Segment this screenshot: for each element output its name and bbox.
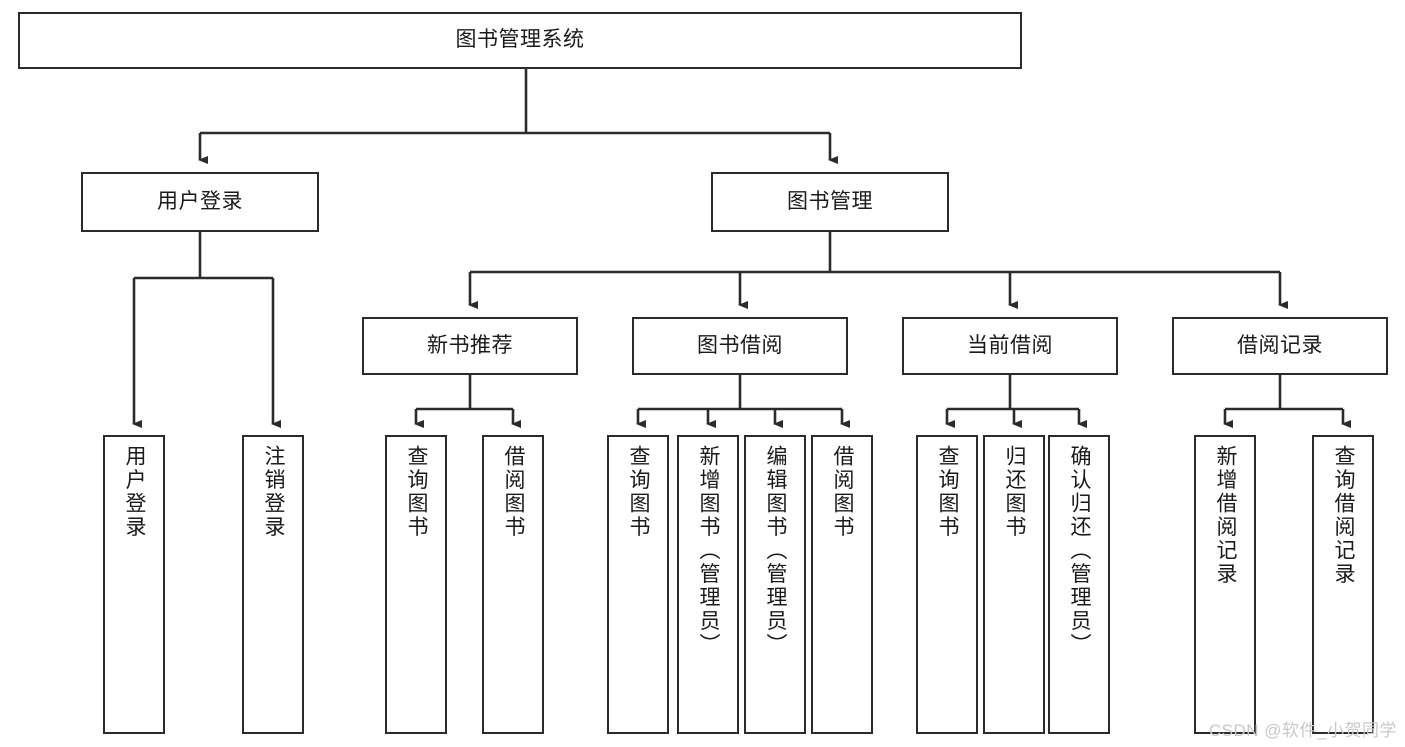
node-new-book-recommend-label: 新书推荐 bbox=[427, 333, 513, 357]
node-user-login-label: 用户登录 bbox=[157, 189, 243, 213]
leaf-node-label: 新增图书（管理员） bbox=[697, 445, 721, 657]
node-book-borrow-label: 图书借阅 bbox=[697, 333, 783, 357]
leaf-node[interactable]: 查询图书 bbox=[916, 435, 978, 734]
leaf-node[interactable]: 查询图书 bbox=[385, 435, 447, 734]
node-root-label: 图书管理系统 bbox=[455, 28, 585, 52]
leaf-node-label: 查询图书 bbox=[405, 445, 429, 539]
leaf-node[interactable]: 查询借阅记录 bbox=[1312, 435, 1374, 734]
node-user-login[interactable]: 用户登录 bbox=[81, 172, 319, 232]
leaf-node[interactable]: 注销登录 bbox=[242, 435, 304, 734]
leaf-node-label: 归还图书 bbox=[1003, 445, 1027, 539]
leaf-node-label: 用户登录 bbox=[123, 445, 147, 539]
leaf-node-label: 编辑图书（管理员） bbox=[764, 445, 788, 657]
node-book-management[interactable]: 图书管理 bbox=[711, 172, 949, 232]
node-borrow-record[interactable]: 借阅记录 bbox=[1172, 317, 1388, 375]
leaf-node[interactable]: 新增图书（管理员） bbox=[677, 435, 739, 734]
leaf-node-label: 查询图书 bbox=[936, 445, 960, 539]
leaf-node-label: 新增借阅记录 bbox=[1214, 445, 1238, 586]
leaf-node[interactable]: 借阅图书 bbox=[482, 435, 544, 734]
leaf-node-label: 注销登录 bbox=[262, 445, 286, 539]
node-current-borrow[interactable]: 当前借阅 bbox=[902, 317, 1118, 375]
leaf-node-label: 借阅图书 bbox=[502, 445, 526, 539]
leaf-node[interactable]: 新增借阅记录 bbox=[1194, 435, 1256, 734]
leaf-node-label: 查询图书 bbox=[627, 445, 651, 539]
leaf-node[interactable]: 确认归还（管理员） bbox=[1048, 435, 1110, 734]
leaf-node[interactable]: 借阅图书 bbox=[811, 435, 873, 734]
node-new-book-recommend[interactable]: 新书推荐 bbox=[362, 317, 578, 375]
leaf-node-label: 借阅图书 bbox=[831, 445, 855, 539]
watermark: CSDN @软件_小贺同学 bbox=[1208, 721, 1397, 740]
node-book-borrow[interactable]: 图书借阅 bbox=[632, 317, 848, 375]
leaf-node-label: 确认归还（管理员） bbox=[1068, 445, 1092, 657]
leaf-node[interactable]: 用户登录 bbox=[103, 435, 165, 734]
leaf-node[interactable]: 编辑图书（管理员） bbox=[744, 435, 806, 734]
leaf-node[interactable]: 归还图书 bbox=[983, 435, 1045, 734]
leaf-node[interactable]: 查询图书 bbox=[607, 435, 669, 734]
leaf-node-label: 查询借阅记录 bbox=[1332, 445, 1356, 586]
node-root[interactable]: 图书管理系统 bbox=[18, 12, 1022, 69]
node-book-management-label: 图书管理 bbox=[787, 189, 873, 213]
node-current-borrow-label: 当前借阅 bbox=[967, 333, 1053, 357]
node-borrow-record-label: 借阅记录 bbox=[1237, 333, 1323, 357]
